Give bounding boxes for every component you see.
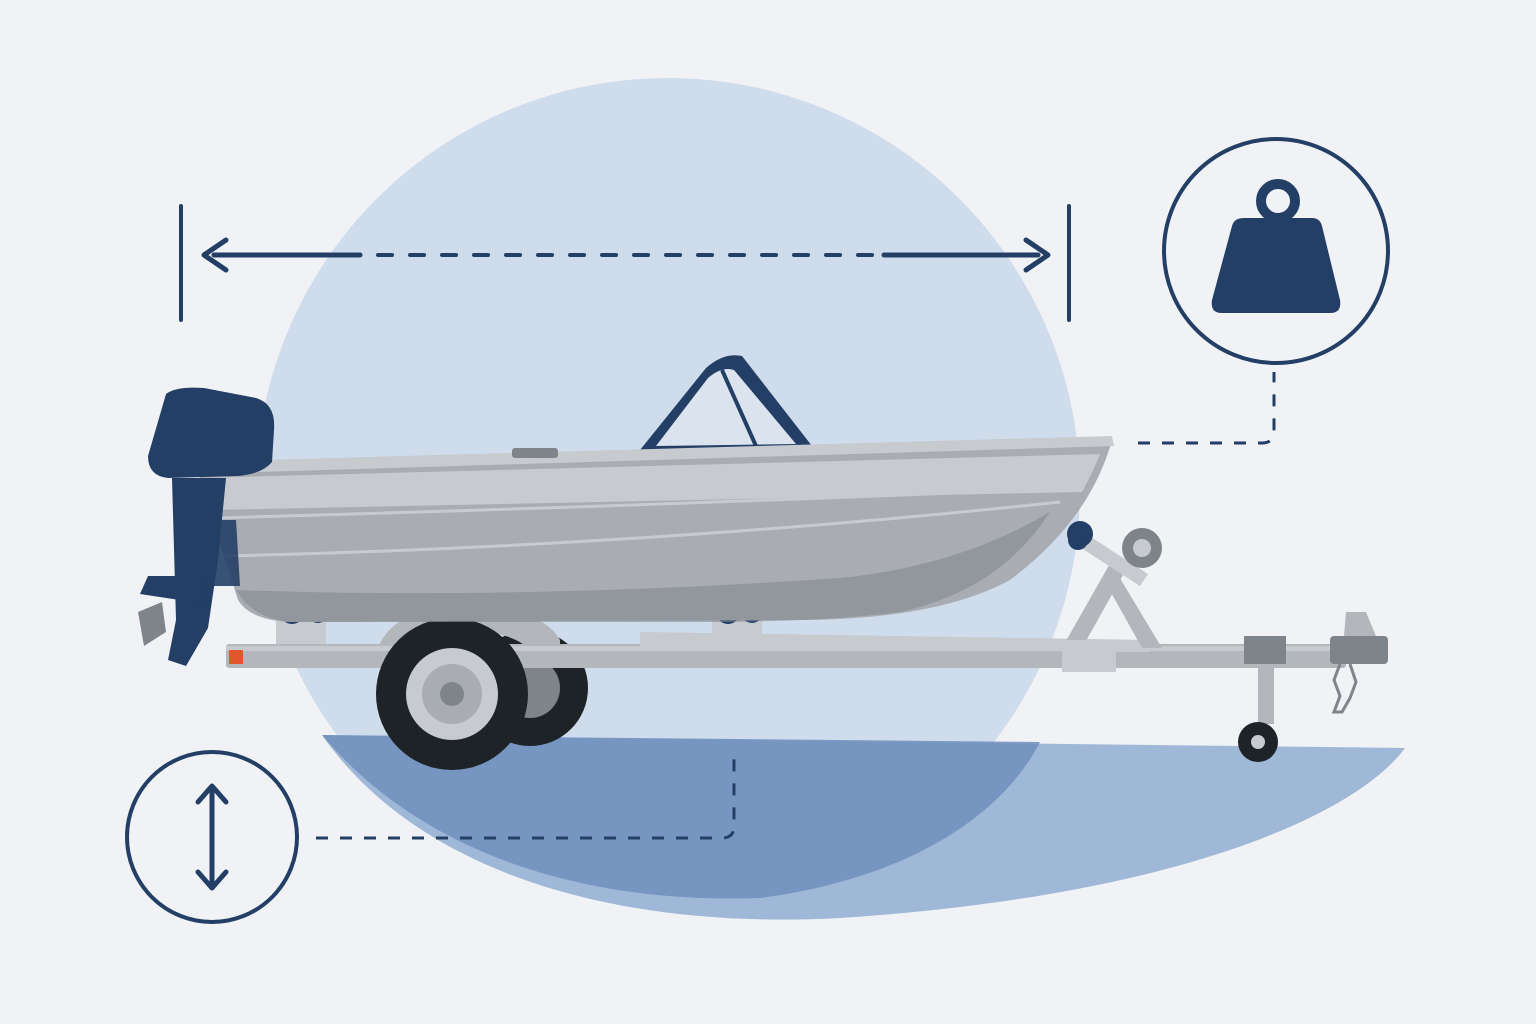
height-icon-arrow-up — [195, 783, 229, 805]
trailer-reflector — [229, 650, 243, 664]
winch-drum-hub — [1133, 539, 1151, 557]
boat-hull-strake-2 — [225, 500, 1061, 558]
jack-wheel-hub — [1251, 735, 1265, 749]
trailer-jack-post — [1258, 664, 1274, 724]
frame-bracket — [1062, 640, 1116, 672]
boat-deck-cap — [512, 448, 558, 458]
height-dashed-connector — [316, 748, 736, 840]
trailer-coupler — [1330, 636, 1388, 664]
boat-gunwale — [192, 436, 1114, 474]
height-icon-arrow-down — [195, 869, 229, 891]
bow-roller-arm — [1072, 530, 1148, 586]
length-measure-icon — [179, 204, 1071, 322]
arrow-right-icon — [1023, 237, 1051, 273]
weight-dashed-connector — [1138, 372, 1276, 445]
winch-post-brace — [1104, 565, 1162, 648]
boat-windshield-divider — [720, 369, 758, 447]
coupler-latch — [1344, 612, 1376, 636]
ground-shadow-overlap — [322, 735, 1040, 899]
boat-hull-strake-1 — [213, 486, 1073, 520]
arrow-left-icon — [201, 237, 229, 273]
weight-icon-ring — [1162, 137, 1390, 365]
height-icon-ring — [125, 750, 299, 924]
boat-hull-shade — [236, 512, 1050, 622]
safety-chain — [1331, 663, 1358, 714]
outboard-motor-skeg — [140, 576, 206, 604]
outboard-propeller — [138, 602, 166, 646]
weight-icon — [1162, 137, 1390, 365]
trailer-tongue — [640, 632, 1150, 652]
outboard-motor-bracket — [208, 520, 240, 586]
boat-windshield-glass — [656, 369, 796, 446]
trailer-wheel-hub — [440, 682, 464, 706]
weight-icon-body — [1211, 218, 1341, 313]
outboard-motor-cowling — [148, 387, 275, 478]
height-measure-icon — [125, 750, 299, 924]
bow-stop-roller-front — [1068, 530, 1088, 550]
boat — [138, 355, 1114, 666]
trailer-jack-body — [1244, 636, 1286, 664]
